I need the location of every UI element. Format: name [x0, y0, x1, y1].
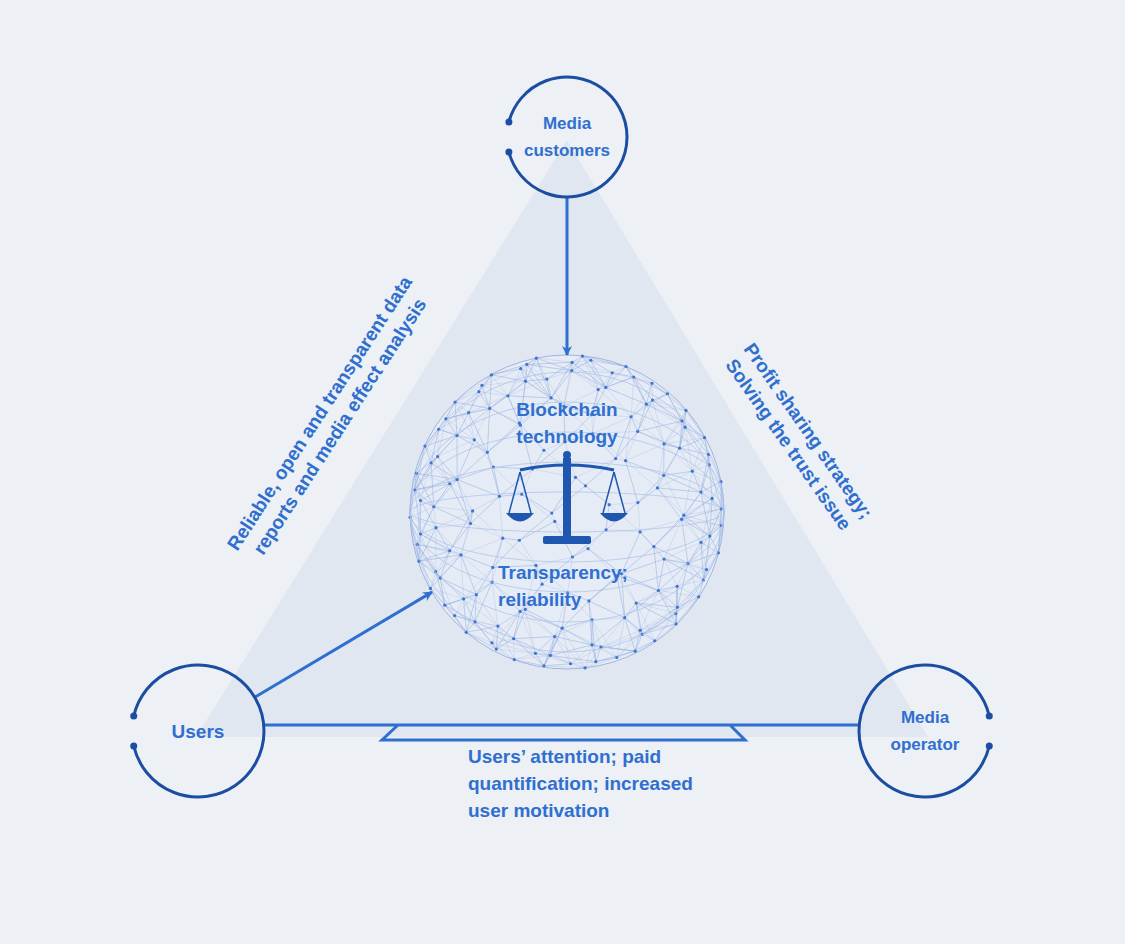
role-circle: Media operator — [855, 661, 995, 801]
node-text: Media customers — [503, 110, 631, 164]
connector — [566, 198, 569, 355]
circle-outline — [855, 661, 995, 801]
role-circle: Users — [128, 661, 268, 801]
triangle-ground — [196, 140, 928, 737]
connector — [256, 592, 432, 697]
network-sphere — [408, 354, 724, 669]
connector — [265, 725, 859, 740]
role-circle: Media customers — [503, 73, 631, 201]
circle-outline — [503, 73, 631, 201]
node-text: Transparency; reliability — [498, 559, 648, 613]
edge-label: Users’ attention; paid quantification; i… — [468, 743, 738, 824]
node-text: Media operator — [855, 704, 995, 758]
blockchain-sphere: Blockchain technologyTransparency; relia… — [409, 354, 725, 670]
node-text: Blockchain technology — [487, 396, 647, 450]
scale-icon — [506, 451, 628, 544]
node-text: Users — [160, 718, 237, 745]
